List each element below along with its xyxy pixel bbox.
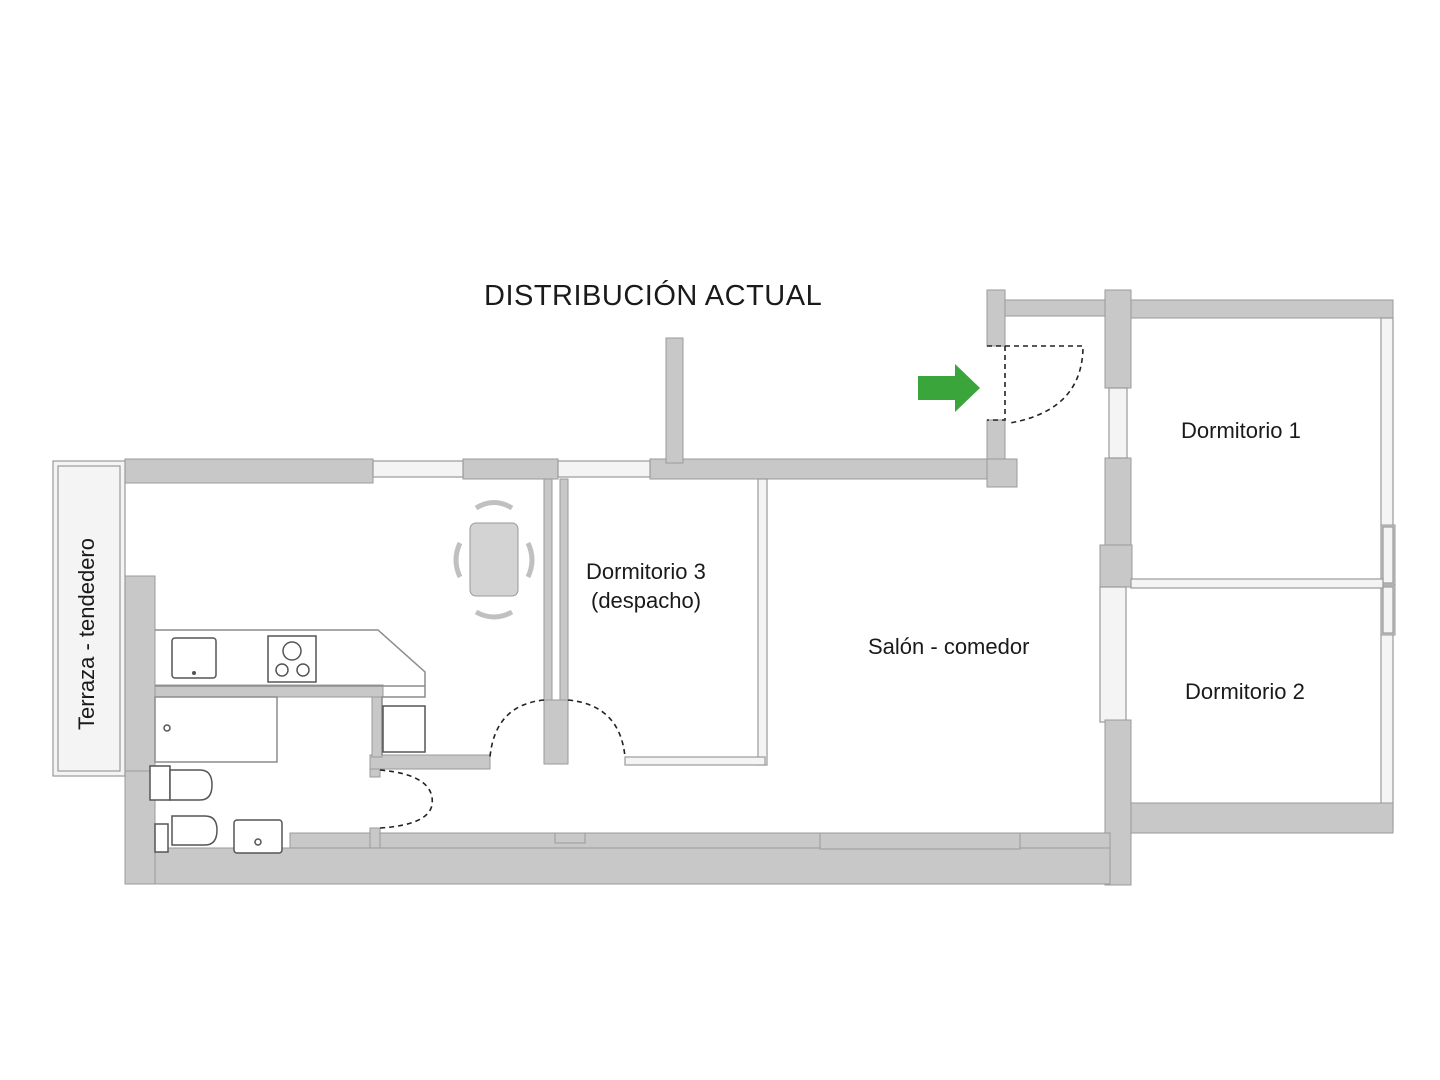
basin-icon — [233, 819, 283, 854]
toilet-icon — [154, 823, 169, 853]
cooktop-icon — [267, 635, 317, 683]
page-title: DISTRIBUCIÓN ACTUAL — [484, 280, 823, 312]
room-label-terraza: Terraza - tendedero — [74, 538, 99, 730]
entrance-arrow-icon — [918, 364, 980, 412]
dining-table-icon — [453, 500, 535, 620]
fridge-icon — [382, 705, 426, 753]
bathroom — [149, 696, 283, 854]
room-label-salon: Salón - comedor — [868, 634, 1030, 659]
sink-icon — [171, 637, 217, 679]
room-label-dormitorio-3: Dormitorio 3 — [586, 559, 706, 584]
doors — [379, 345, 1084, 829]
room-label-dormitorio-3-sub: (despacho) — [591, 588, 702, 613]
room-label-dormitorio-2: Dormitorio 2 — [1185, 679, 1305, 704]
kitchen — [155, 629, 426, 755]
bidet-icon — [149, 765, 171, 801]
room-label-dormitorio-1: Dormitorio 1 — [1181, 418, 1301, 443]
walls — [52, 289, 1396, 886]
